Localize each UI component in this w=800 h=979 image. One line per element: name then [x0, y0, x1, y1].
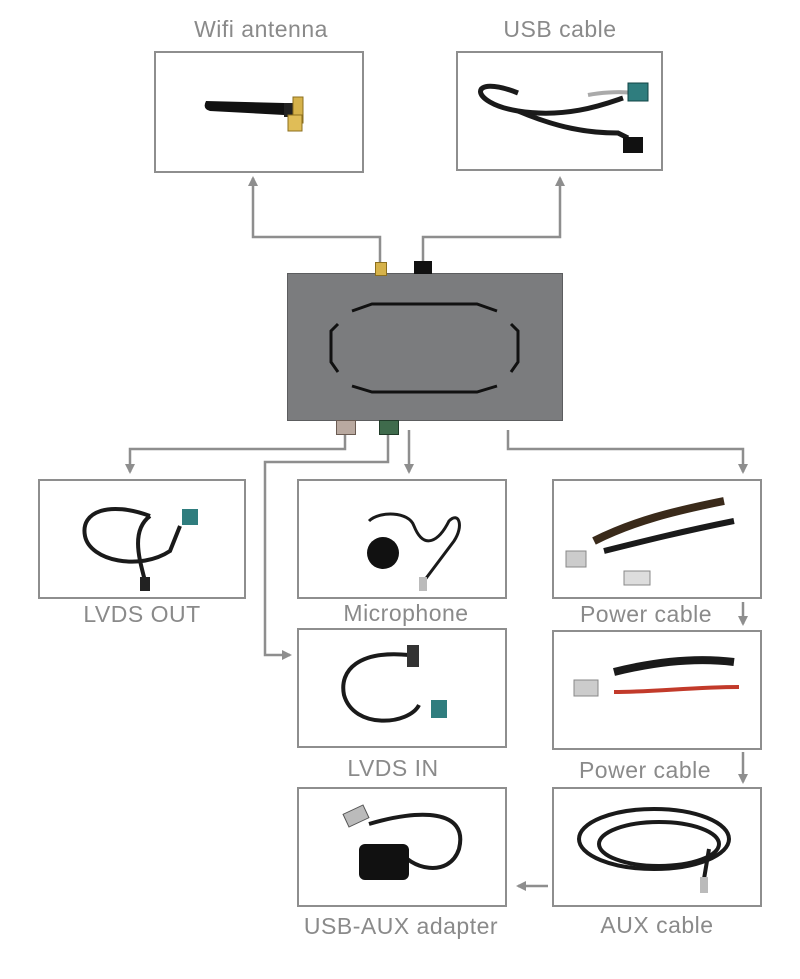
unit-body-graphic — [329, 302, 520, 394]
box-microphone — [297, 479, 507, 599]
microphone-icon — [367, 512, 461, 591]
wifi-antenna-icon — [204, 96, 304, 132]
box-power-cable-1 — [552, 479, 762, 599]
arrow-to-lvds-out — [125, 432, 347, 474]
power-cable-2-icon — [573, 656, 740, 697]
main-interface-box — [287, 273, 563, 421]
box-usb-cable — [456, 51, 663, 171]
label-power-cable-1: Power cable — [579, 601, 713, 627]
label-wifi-antenna: Wifi antenna — [194, 16, 328, 42]
box-lvds-in — [297, 628, 507, 748]
lvds-in-port-icon — [379, 420, 399, 435]
label-aux-cable: AUX cable — [600, 912, 714, 938]
label-power-cable-2: Power cable — [578, 757, 712, 783]
box-power-cable-2 — [552, 630, 762, 750]
antenna-port-icon — [375, 262, 387, 276]
usb-aux-adapter-icon — [342, 804, 463, 880]
arrow-to-power-cable-1 — [506, 430, 748, 474]
label-usb-cable: USB cable — [503, 16, 617, 42]
label-lvds-out: LVDS OUT — [83, 601, 201, 627]
label-usb-aux-adapter: USB-AUX adapter — [303, 913, 499, 939]
label-microphone: Microphone — [343, 600, 469, 626]
arrow-to-wifi-antenna — [248, 176, 382, 268]
box-lvds-out — [38, 479, 246, 599]
arrow-to-usb-cable — [421, 176, 565, 268]
box-wifi-antenna — [154, 51, 364, 173]
box-aux-cable — [552, 787, 762, 907]
lvds-out-cable-icon — [82, 506, 198, 591]
box-usb-aux-adapter — [297, 787, 507, 907]
lvds-in-cable-icon — [341, 645, 447, 723]
usb-cable-icon — [478, 82, 649, 153]
label-lvds-in: LVDS IN — [347, 755, 439, 781]
lvds-out-port-icon — [336, 420, 356, 435]
arrow-to-lvds-in — [263, 432, 390, 660]
aux-cable-icon — [577, 807, 731, 893]
power-cable-1-icon — [565, 497, 735, 586]
usb-port-icon — [414, 261, 432, 274]
